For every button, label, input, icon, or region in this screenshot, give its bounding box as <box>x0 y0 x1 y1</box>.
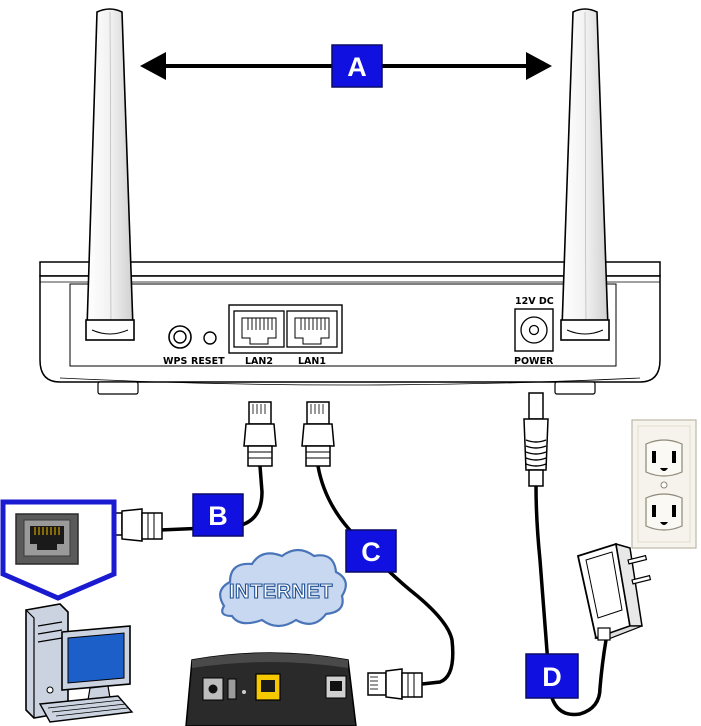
outlet-socket-bottom <box>645 493 683 531</box>
ethernet-plug-lan2 <box>243 401 277 467</box>
internet-label: INTERNET <box>229 581 333 603</box>
svg-text:A: A <box>347 52 367 82</box>
cable-c <box>316 465 455 686</box>
svg-text:B: B <box>208 501 228 531</box>
callout-b: B <box>192 493 244 537</box>
modem <box>185 652 357 726</box>
callout-d: D <box>525 653 579 699</box>
ethernet-plug-lan1 <box>301 401 335 467</box>
router: WPS RESET LAN2 LAN1 12V DC POWER <box>39 261 661 395</box>
svg-text:C: C <box>361 537 381 567</box>
lan2-label: LAN2 <box>245 356 273 367</box>
lan1-label: LAN1 <box>298 356 326 367</box>
lan1-port <box>286 310 338 348</box>
power-rating-label: 12V DC <box>515 296 554 307</box>
power-label: POWER <box>514 356 554 367</box>
wall-outlet <box>631 419 697 549</box>
wps-button <box>168 325 192 349</box>
computer-port-inset <box>0 499 117 601</box>
callout-c: C <box>345 529 397 573</box>
callout-a: A <box>331 44 383 88</box>
right-antenna <box>560 8 610 341</box>
lan2-port <box>233 310 285 348</box>
outlet-socket-top <box>645 439 683 477</box>
wps-label: WPS <box>163 356 187 367</box>
power-adapter <box>576 542 652 641</box>
power-cable <box>534 485 608 717</box>
power-plug <box>523 392 549 487</box>
power-socket <box>514 308 554 352</box>
internet-cloud: INTERNET <box>219 548 347 628</box>
reset-hole <box>203 331 217 345</box>
svg-text:D: D <box>542 662 562 692</box>
reset-label: RESET <box>191 356 225 367</box>
left-antenna <box>85 8 135 341</box>
computer <box>25 603 134 723</box>
ethernet-plug-modem <box>367 668 423 700</box>
